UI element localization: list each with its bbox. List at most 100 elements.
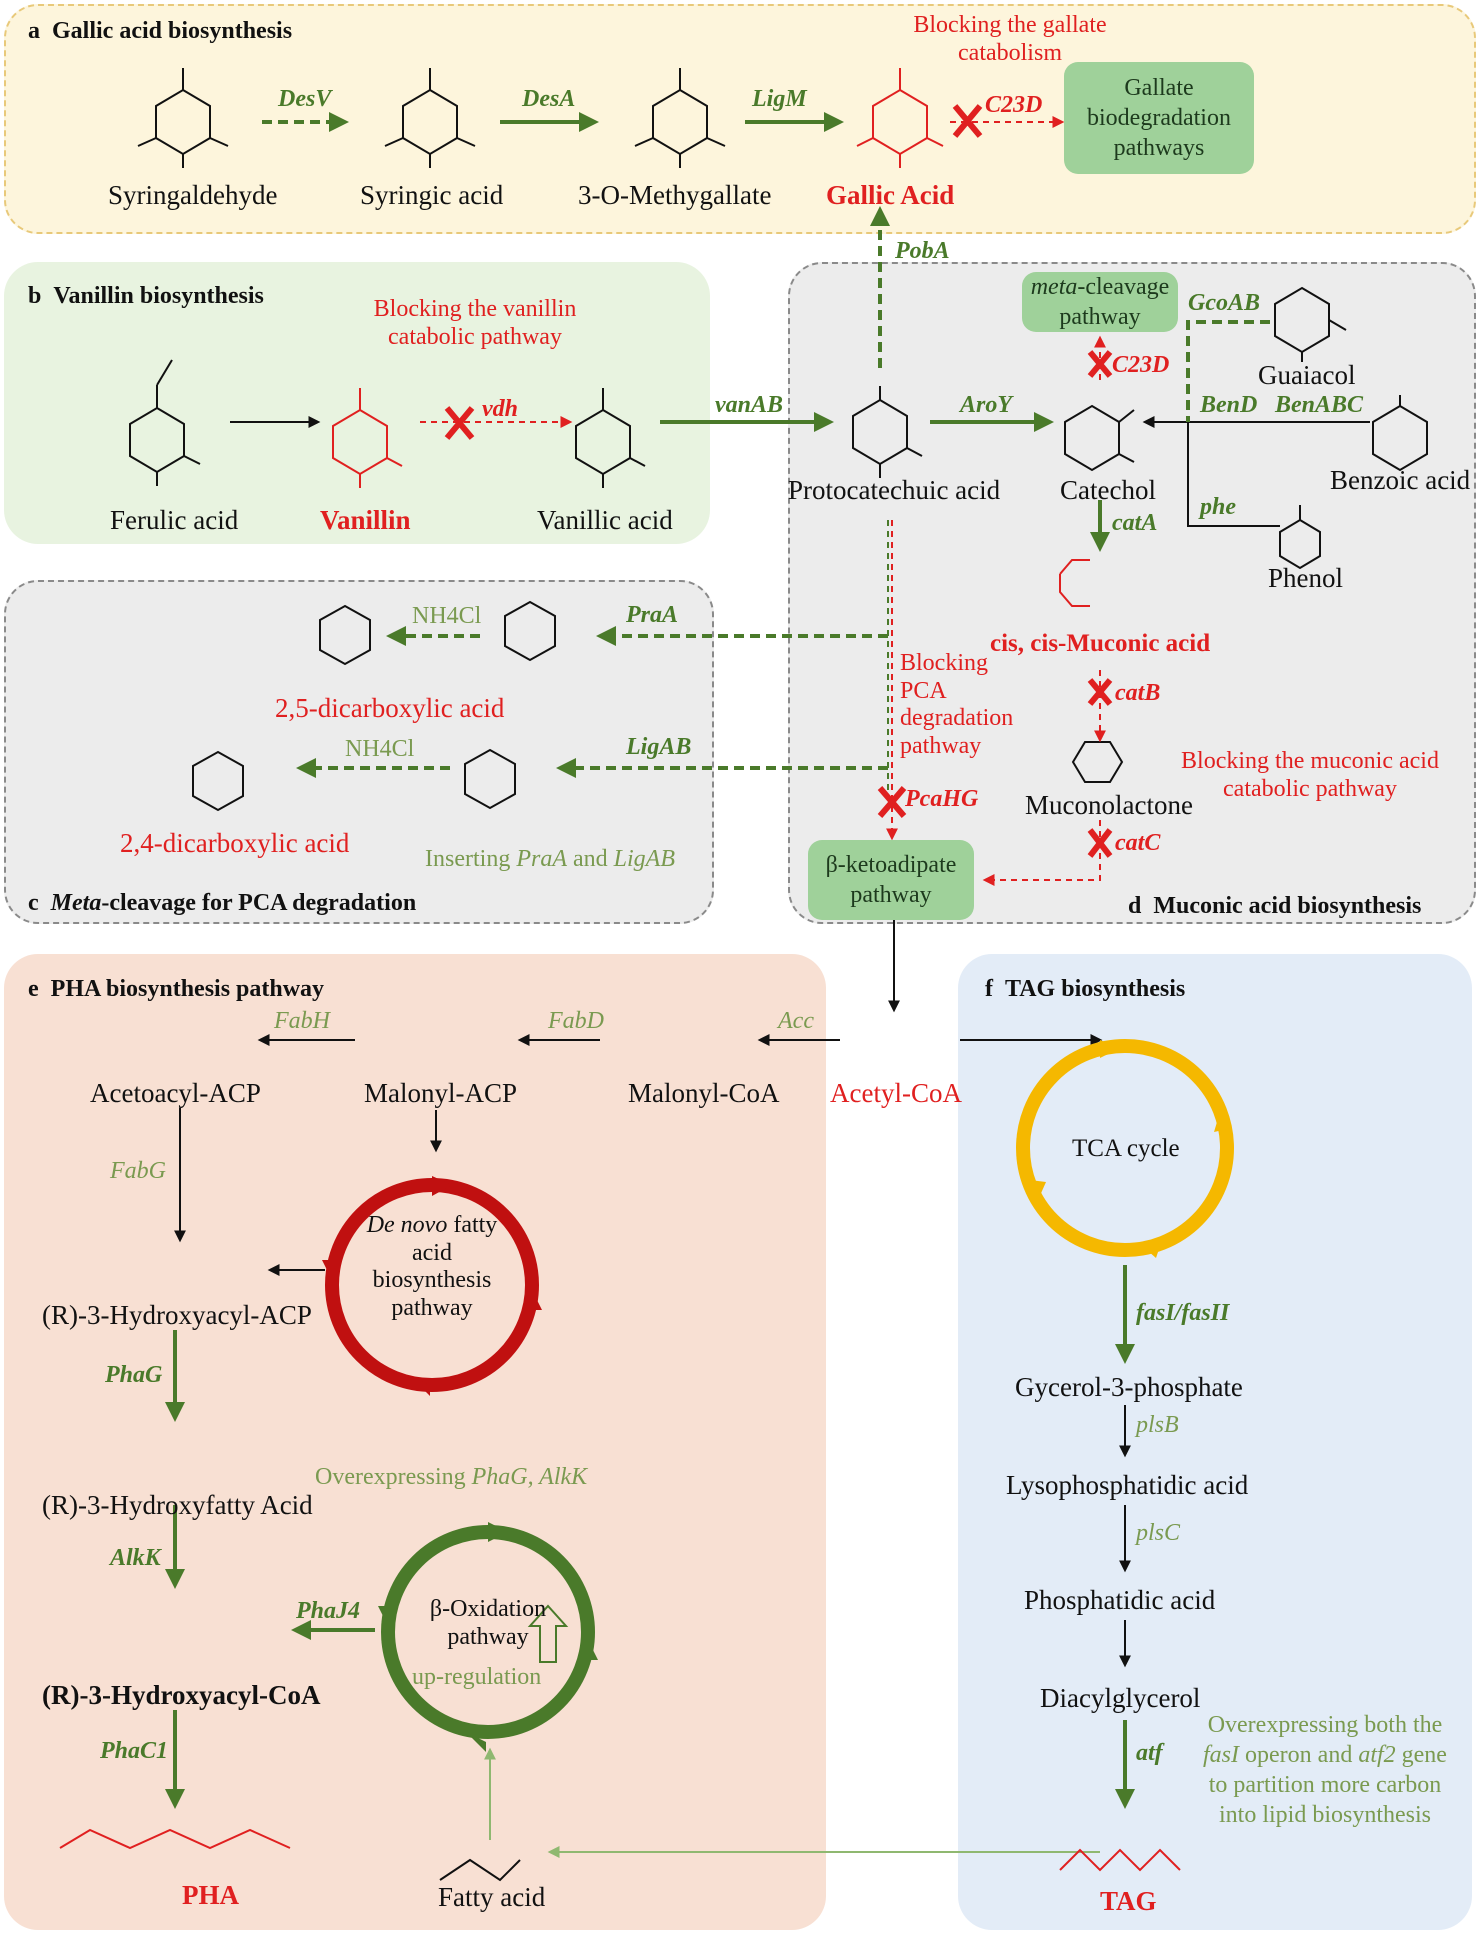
note-tag-line2: fasI operon and atf2 gene [1203, 1742, 1447, 1768]
box-gallate-degradation: Gallate biodegradation pathways [1064, 62, 1254, 174]
panel-title-e: e PHA biosynthesis pathway [28, 976, 325, 1002]
enzyme-gcoab: GcoAB [1188, 290, 1260, 316]
enzyme-aroy: AroY [960, 392, 1013, 418]
note-block-muconic: Blocking the muconic acid catabolic path… [1181, 748, 1439, 802]
label-muconic-acid: cis, cis-Muconic acid [990, 630, 1211, 657]
structure-ferulic-acid [129, 359, 201, 486]
enzyme-desa: DesA [522, 86, 576, 112]
structure-fatty-acid [439, 1858, 521, 1882]
label-24-dicarboxylic: 2,4-dicarboxylic acid [120, 828, 350, 858]
structure-gallic-acid [856, 68, 944, 168]
structure-catechol [1064, 404, 1135, 472]
cycle-betaox-arrowheads [378, 1522, 598, 1752]
panel-title-a: a Gallic acid biosynthesis [28, 18, 293, 44]
cycle-tca-label: TCA cycle [1072, 1135, 1180, 1162]
structure-muconic-acid [1059, 559, 1090, 607]
enzyme-phac1: PhaC1 [100, 1738, 169, 1764]
structure-syringaldehyde [137, 68, 229, 168]
structure-vanillic-acid [575, 388, 646, 488]
label-fatty-acid: Fatty acid [438, 1882, 546, 1912]
enzyme-ligm: LigM [752, 86, 807, 112]
note-block-pca: Blocking PCA degradation pathway [900, 650, 1014, 759]
enzyme-pcahg: PcaHG [905, 786, 979, 812]
panel-title-b: b Vanillin biosynthesis [28, 283, 264, 309]
label-lpa: Lysophosphatidic acid [1006, 1470, 1249, 1500]
label-malonyl-coa: Malonyl-CoA [628, 1078, 780, 1108]
label-syringaldehyde: Syringaldehyde [108, 180, 278, 210]
structure-25-dicarboxylic [319, 604, 371, 666]
structure-tag [1059, 1848, 1181, 1872]
label-hydroxyacyl-coa: (R)-3-Hydroxyacyl-CoA [42, 1680, 321, 1710]
structure-vanillin [332, 388, 403, 488]
label-pa: Phosphatidic acid [1024, 1585, 1216, 1615]
structure-ligab-intermediate [464, 748, 516, 810]
structure-praa-intermediate [504, 600, 556, 662]
label-pha: PHA [182, 1880, 239, 1910]
arrow-gcoab [1186, 320, 1270, 422]
enzyme-atf: atf [1136, 1740, 1163, 1766]
note-block-gallate: Blocking the gallate catabolism [913, 12, 1107, 66]
label-gallic-acid: Gallic Acid [826, 180, 955, 210]
label-muconolactone: Muconolactone [1025, 790, 1193, 820]
structure-24-dicarboxylic [192, 750, 244, 812]
enzyme-vanab: vanAB [715, 392, 784, 418]
note-overexpressing: Overexpressing PhaG, AlkK [315, 1464, 588, 1490]
reagent-nh4cl-2: NH4Cl [345, 736, 415, 762]
label-pca: Protocatechuic acid [788, 475, 1001, 505]
label-g3p: Gycerol-3-phosphate [1015, 1372, 1243, 1402]
panel-title-f: f TAG biosynthesis [985, 976, 1186, 1002]
panel-pha [4, 954, 826, 1930]
block-cross-pcahg [877, 786, 907, 818]
enzyme-alkk: AlkK [110, 1545, 161, 1571]
note-tag-line4: into lipid biosynthesis [1218, 1802, 1431, 1828]
enzyme-c23d-d: C23D [1112, 352, 1170, 378]
note-tag-line1: Overexpressing both the [1207, 1712, 1443, 1738]
note-tag-line3: to partition more carbon [1208, 1772, 1442, 1798]
label-methylgallate: 3-O-Methygallate [578, 180, 772, 210]
label-ferulic-acid: Ferulic acid [110, 505, 239, 535]
enzyme-catc: catC [1115, 830, 1161, 856]
cycle-denovo-arrowheads [322, 1176, 542, 1396]
enzyme-fas: fasI/fasII [1136, 1300, 1230, 1326]
structure-guaiacol [1274, 286, 1347, 362]
panel-vanillin [4, 262, 710, 544]
block-cross-catc [1087, 828, 1113, 858]
structure-muconolactone [1071, 741, 1124, 783]
enzyme-fabh: FabH [274, 1008, 330, 1034]
enzyme-benabc: BenABC [1275, 392, 1364, 418]
structure-benzoic-acid [1372, 395, 1428, 472]
label-hydroxyfatty-acid: (R)-3-Hydroxyfatty Acid [42, 1490, 313, 1520]
block-cross-c23d-a [952, 104, 983, 138]
block-cross-vdh [444, 406, 475, 440]
enzyme-vdh: vdh [482, 396, 518, 422]
label-dag: Diacylglycerol [1040, 1683, 1201, 1713]
cycle-denovo-label: De novo fatty acid biosynthesis pathway [366, 1212, 498, 1321]
label-vanillin: Vanillin [320, 505, 411, 535]
enzyme-c23d-a: C23D [985, 92, 1043, 118]
cycle-tca-arrowheads [1030, 1040, 1232, 1258]
structure-methylgallate [634, 68, 726, 168]
enzyme-catb: catB [1115, 680, 1161, 706]
arrow-phe [1187, 422, 1280, 527]
enzyme-phag: PhaG [105, 1362, 163, 1388]
cycle-betaox-label: β-Oxidation pathway [429, 1596, 547, 1650]
enzyme-phaj4: PhaJ4 [296, 1598, 361, 1624]
arrow-catc-blocked [982, 820, 1101, 886]
enzyme-fabg: FabG [110, 1158, 166, 1184]
cycle-tca [1016, 1039, 1234, 1257]
label-acetoacyl-acp: Acetoacyl-ACP [90, 1078, 261, 1108]
block-cross-c23d-d [1087, 350, 1113, 378]
label-acetyl-coa: Acetyl-CoA [830, 1078, 962, 1108]
label-catechol: Catechol [1060, 475, 1156, 505]
label-vanillic-acid: Vanillic acid [537, 505, 673, 535]
enzyme-bend: BenD [1200, 392, 1258, 418]
label-guaiacol: Guaiacol [1258, 360, 1356, 390]
box-meta-cleavage: meta-cleavage pathway [1022, 272, 1178, 332]
up-regulation-arrow-icon [527, 1604, 569, 1663]
label-hydroxyacyl-acp: (R)-3-Hydroxyacyl-ACP [42, 1300, 312, 1330]
note-inserting: Inserting PraA and LigAB [425, 846, 675, 872]
reagent-nh4cl-1: NH4Cl [412, 603, 482, 629]
enzyme-phe: phe [1200, 494, 1236, 520]
block-cross-catb [1087, 678, 1113, 706]
